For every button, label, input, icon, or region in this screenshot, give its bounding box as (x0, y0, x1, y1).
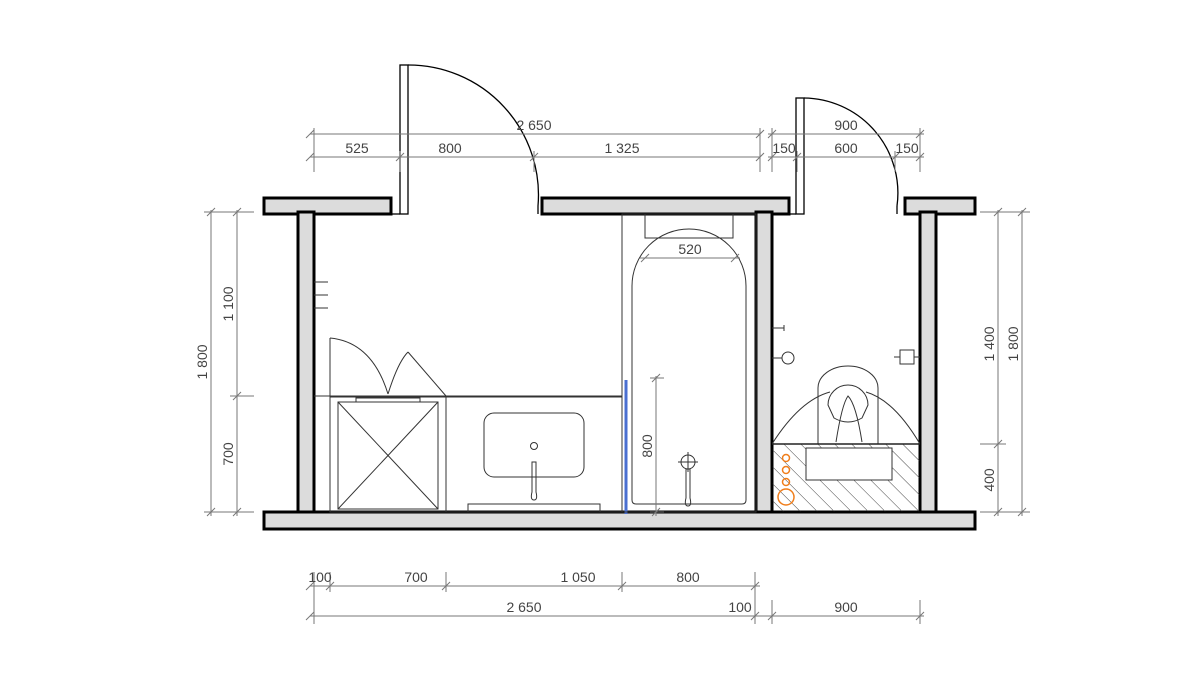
dims-left: 1 800 1 100 700 (194, 207, 254, 517)
dim-bottom-seg4: 800 (676, 569, 700, 585)
wall-top-right (903, 196, 977, 216)
dim-top-seg1: 525 (345, 140, 369, 156)
dim-top-seg2: 800 (438, 140, 462, 156)
dim-bottom-seg1: 100 (308, 569, 332, 585)
dim-bottom-seg3: 1 050 (560, 569, 595, 585)
paper-holder-icon (894, 349, 920, 365)
dim-top-seg3: 1 325 (604, 140, 639, 156)
dim-left-upper: 1 100 (220, 286, 236, 321)
dims-right: 1 400 400 1 800 (980, 207, 1030, 517)
dim-right-upper: 1 400 (981, 326, 997, 361)
washing-machine-icon (329, 396, 447, 513)
dim-bath-height-group: 800 (639, 373, 664, 517)
toilet-icon (771, 365, 921, 445)
door-bathroom (391, 64, 540, 215)
dim-bottom-seg2: 700 (404, 569, 428, 585)
dim-bottom-wall: 100 (728, 599, 752, 615)
dim-top-wc-seg2: 600 (834, 140, 858, 156)
wall-right (918, 210, 938, 516)
dim-top-wc-seg3: 150 (895, 140, 919, 156)
cabinet-doors-icon (329, 337, 447, 397)
dims-top: 2 650 525 800 1 325 900 150 600 150 (305, 117, 925, 172)
dim-bath-height: 800 (639, 434, 655, 458)
sink-icon (445, 396, 623, 513)
dim-right-lower: 400 (981, 468, 997, 492)
dim-bath-width-group: 520 (640, 241, 740, 263)
dim-left-lower: 700 (220, 442, 236, 466)
dims-bottom: 100 700 1 050 800 2 650 100 900 (305, 569, 925, 624)
wall-top-left (262, 196, 393, 216)
wall-bottom (262, 510, 977, 531)
installation-box (771, 443, 921, 513)
toilet-room-fixtures (771, 325, 921, 513)
dim-bath-width: 520 (678, 241, 702, 257)
dim-top-wc-total: 900 (834, 117, 858, 133)
bathtub-icon (621, 213, 757, 513)
dim-bottom-wc: 900 (834, 599, 858, 615)
dim-right-total: 1 800 (1005, 326, 1021, 361)
dim-top-wc-seg1: 150 (772, 140, 796, 156)
towel-rail-icon (314, 281, 328, 309)
dim-bottom-total: 2 650 (506, 599, 541, 615)
wall-left (296, 210, 316, 516)
dim-top-total: 2 650 (516, 117, 551, 133)
dim-left-total: 1 800 (194, 344, 210, 379)
valve-icon (772, 325, 795, 365)
pipes-icon (777, 453, 795, 506)
door-toilet (789, 97, 899, 215)
wall-partition (754, 210, 774, 516)
wall-top-middle (540, 196, 791, 216)
